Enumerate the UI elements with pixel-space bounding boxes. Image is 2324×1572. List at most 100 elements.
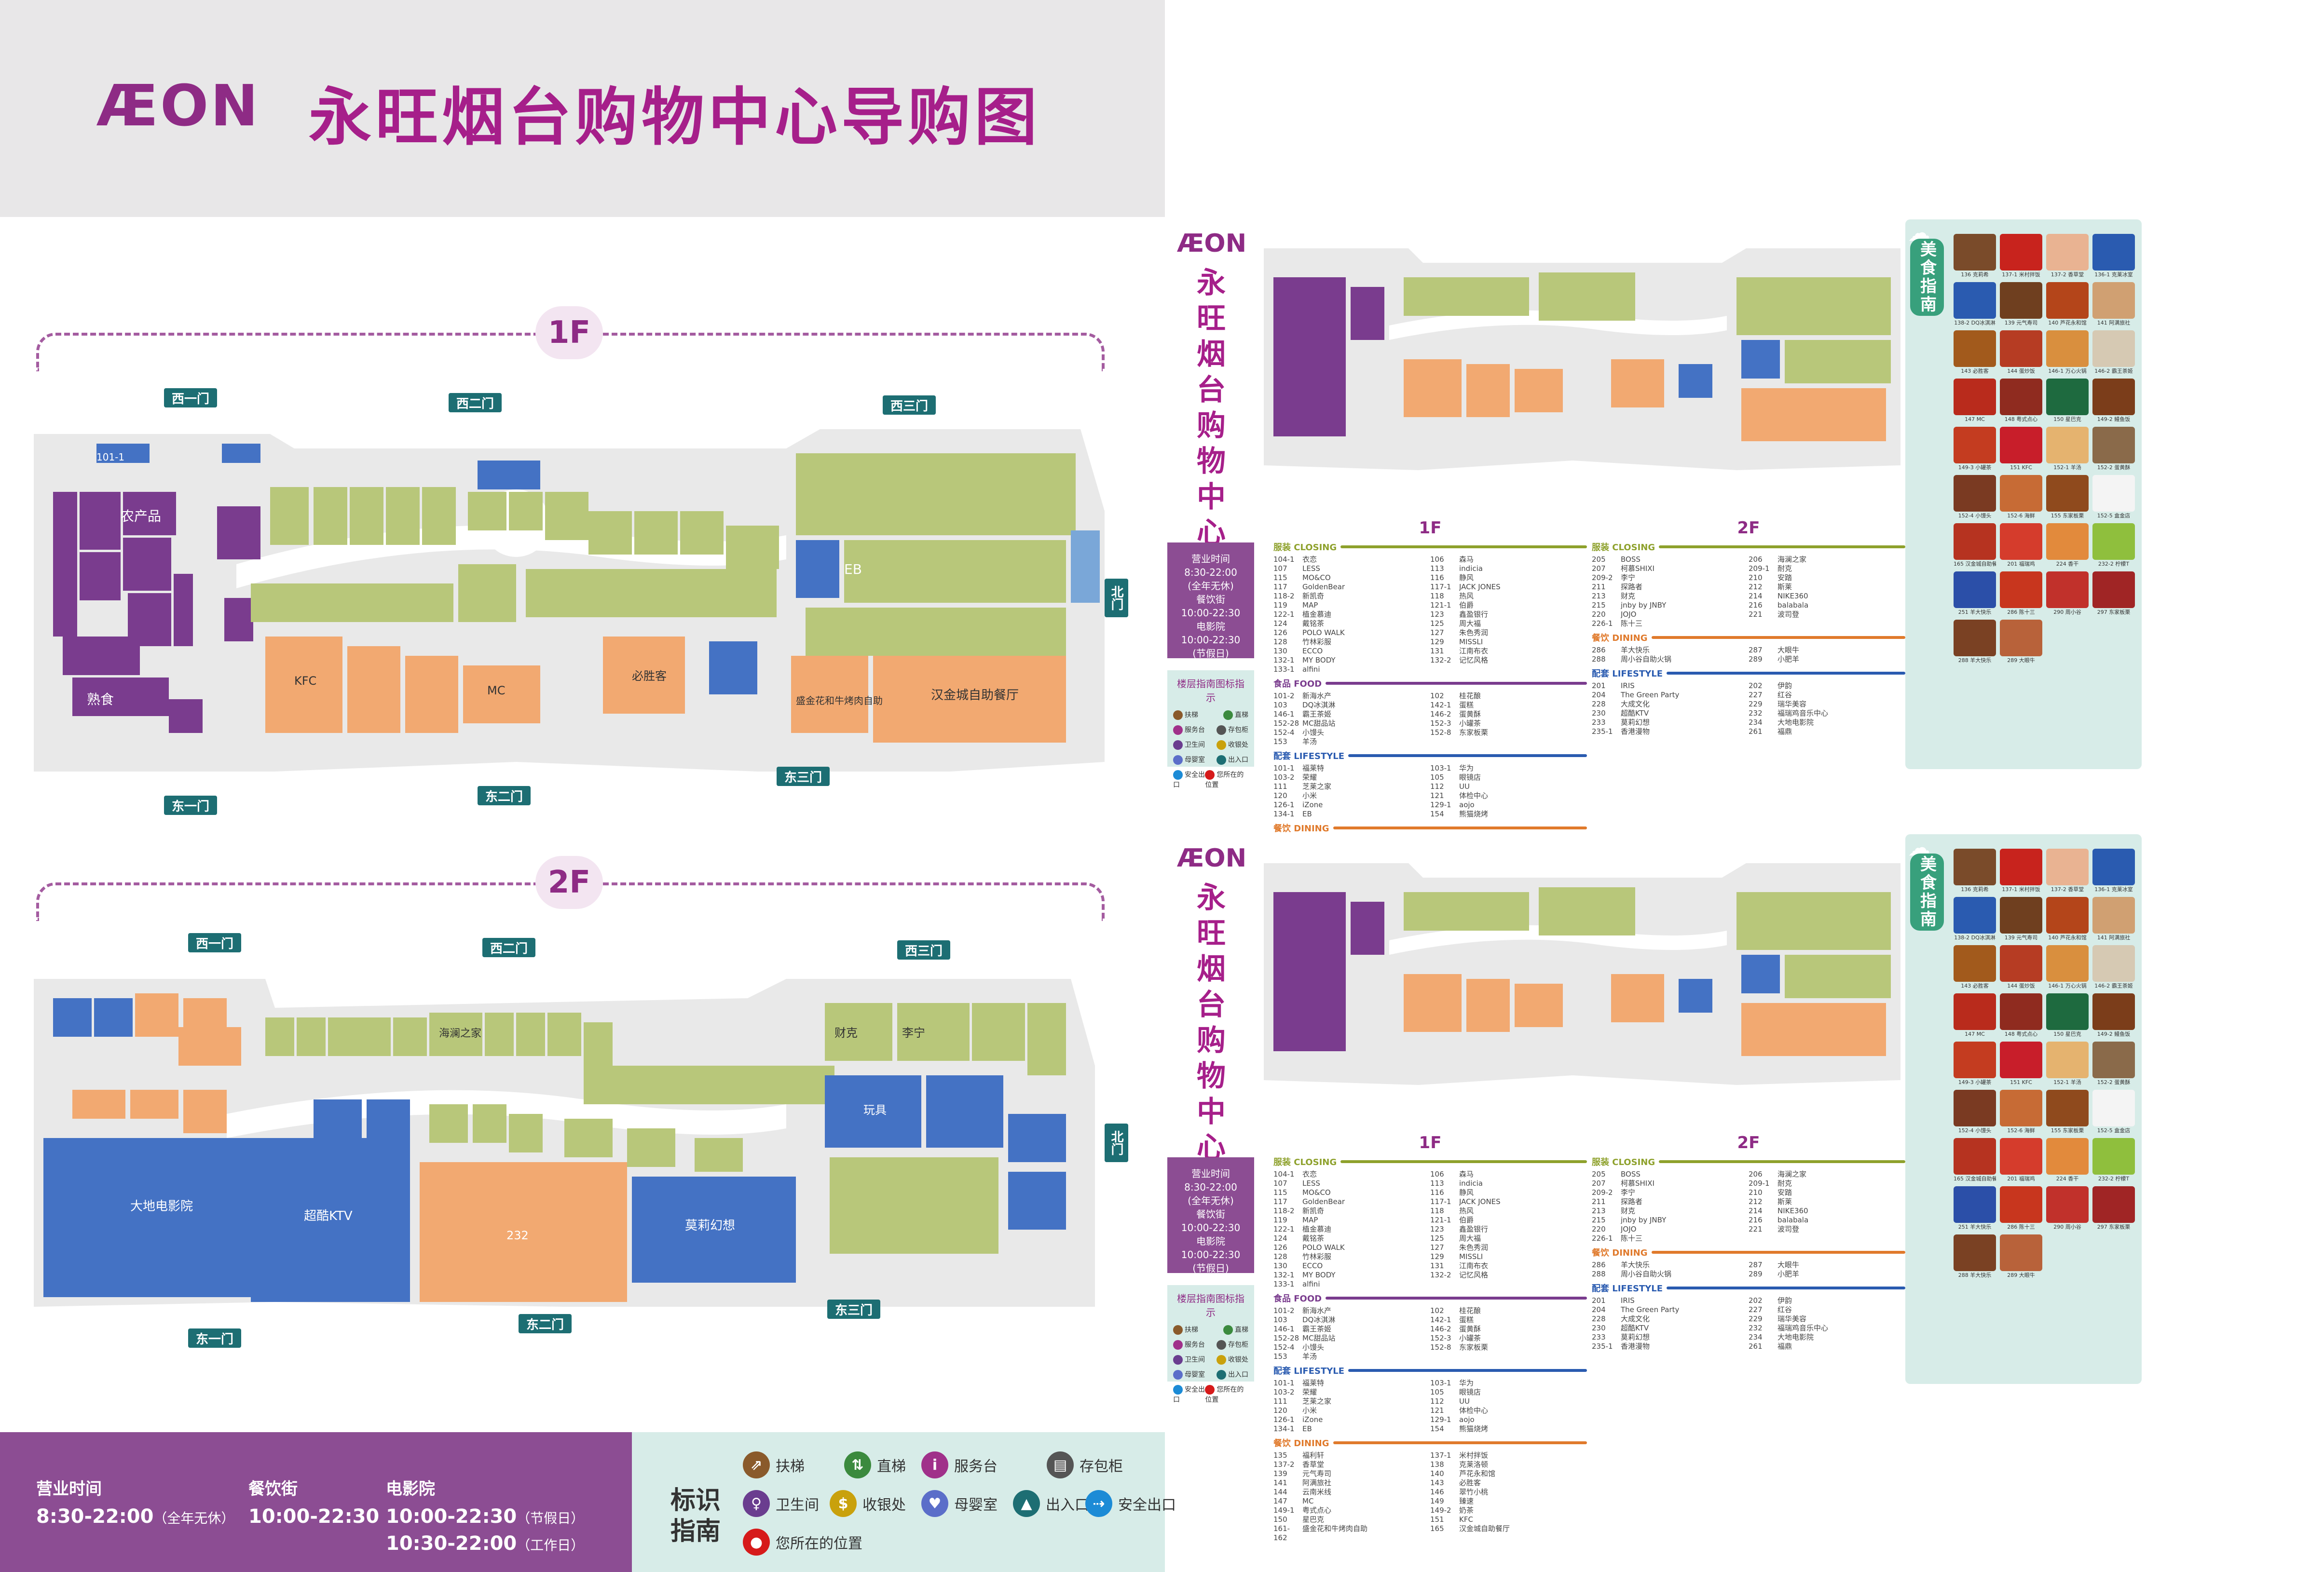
mini-bottom-food-card[interactable]: 232-2 柠檬T: [2092, 1138, 2135, 1183]
mini-bottom-food-card[interactable]: 138-2 DQ冰淇淋: [1954, 897, 1996, 942]
store-processed[interactable]: [80, 552, 121, 600]
store-east-block[interactable]: [844, 540, 1066, 603]
mini-top-food-card[interactable]: 140 芦花永和馆: [2046, 282, 2089, 327]
mini-top-food-card[interactable]: 289 大眼牛: [2000, 620, 2042, 665]
gate-1f-east3[interactable]: 东三门: [777, 767, 830, 786]
store-north[interactable]: [1071, 530, 1100, 603]
store-aquatic[interactable]: [53, 492, 77, 637]
mini-top-food-card[interactable]: 152-6 海鲜: [2000, 475, 2042, 520]
gate-1f-west3[interactable]: 西三门: [883, 395, 936, 415]
mini-top-food-card[interactable]: 201 福瑞鸡: [2000, 523, 2042, 569]
store-boss[interactable]: [393, 1017, 427, 1056]
mini-bottom-food-card[interactable]: 139 元气寿司: [2000, 897, 2042, 942]
mini-top-food-card[interactable]: 144 蛋炒饭: [2000, 330, 2042, 376]
store-xinla[interactable]: [178, 1027, 241, 1066]
floor-2f-badge[interactable]: 2F: [535, 856, 603, 909]
mini-bottom-food-card[interactable]: 148 粤式点心: [2000, 993, 2042, 1039]
store-chenshisan[interactable]: [560, 1162, 598, 1196]
mini-top-food-card[interactable]: 149-2 鳗鱼饭: [2092, 379, 2135, 424]
gate-1f-west2[interactable]: 西二门: [449, 393, 502, 412]
store-eb[interactable]: [796, 540, 839, 598]
mini-top-food-card[interactable]: 251 羊大快乐: [1954, 571, 1996, 617]
store-jojo[interactable]: [564, 1119, 613, 1157]
store-honggu[interactable]: [473, 1104, 506, 1143]
store-fulaite[interactable]: [96, 444, 150, 463]
store-moli[interactable]: [632, 1177, 796, 1283]
store-hailan[interactable]: [429, 1013, 482, 1056]
mini-bottom-food-card[interactable]: 224 香干: [2046, 1138, 2089, 1183]
store-shixi[interactable]: [516, 1013, 545, 1056]
store-huawei[interactable]: [270, 487, 309, 545]
store-uu-block[interactable]: [796, 453, 1076, 535]
mini-top-food-card[interactable]: 152-2 蛋黄酥: [2092, 427, 2135, 472]
gate-2f-east1[interactable]: 东一门: [188, 1328, 242, 1348]
store-semir[interactable]: [350, 487, 383, 545]
mini-bottom-food-card[interactable]: 151 KFC: [2000, 1042, 2042, 1087]
mini-bottom-food-card[interactable]: 143 必胜客: [1954, 945, 1996, 990]
gate-2f-east3[interactable]: 东三门: [827, 1300, 881, 1319]
mini-bottom-food-card[interactable]: 149-3 小罐茶: [1954, 1042, 1996, 1087]
mini-top-food-card[interactable]: 297 东家板栗: [2092, 571, 2135, 617]
mini-top-food-card[interactable]: 148 粤式点心: [2000, 379, 2042, 424]
mini-bottom-food-card[interactable]: 286 陈十三: [2000, 1186, 2042, 1232]
